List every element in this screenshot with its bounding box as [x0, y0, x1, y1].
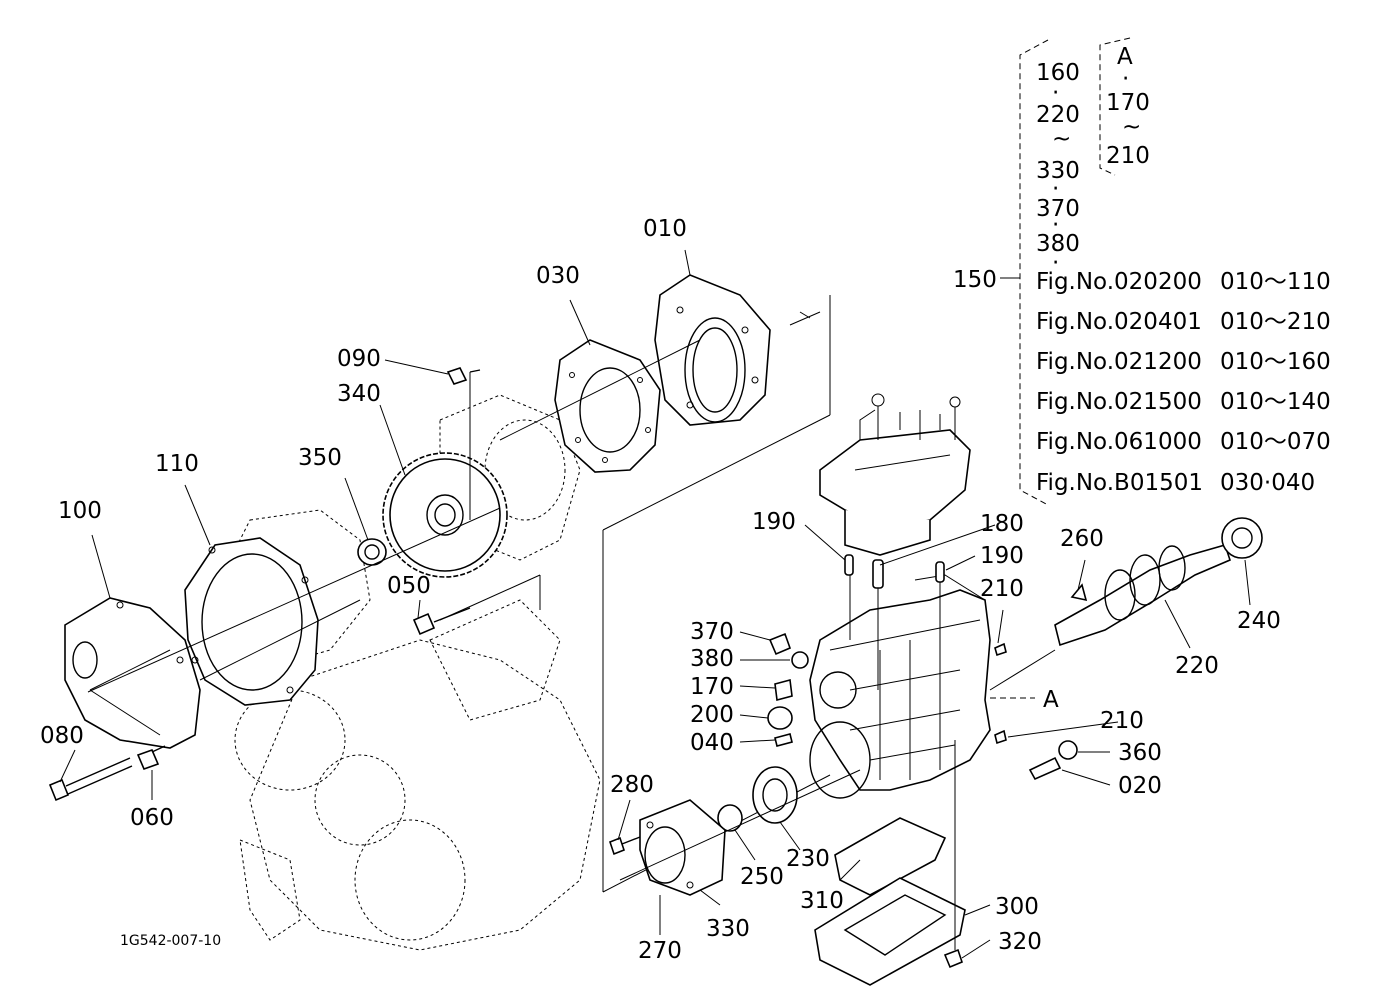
pump-housing-main: [809, 574, 991, 799]
callout-080: 080: [40, 723, 84, 749]
fig-range-1: 010～110: [1220, 269, 1331, 295]
bolt-090: [446, 367, 481, 385]
kit-dot-3: ·: [1052, 212, 1059, 238]
leader-lines: [59, 249, 1251, 959]
callout-180: 180: [980, 511, 1024, 537]
callout-210-upper: 210: [980, 576, 1024, 602]
drawing-code: 1G542-007-10: [120, 933, 221, 949]
bolt-080: [48, 757, 133, 802]
fig-range-4: 010～140: [1220, 389, 1331, 415]
bolt-060: [136, 745, 166, 771]
callout-190-upper: 190: [752, 509, 796, 535]
part-240-bearing: [1221, 517, 1263, 559]
callout-030: 030: [536, 263, 580, 289]
callout-230: 230: [786, 846, 830, 872]
kit-item-370: 370: [1036, 196, 1080, 222]
kit-item-160: 160: [1036, 60, 1080, 86]
fig-range-5: 010～070: [1220, 429, 1331, 455]
kit-tilde-1: ~: [1052, 126, 1071, 152]
callout-190-lower: 190: [980, 543, 1024, 569]
kit-sub-dot: ·: [1122, 66, 1129, 92]
kit-item-380: 380: [1036, 231, 1080, 257]
fig-ref-3: Fig.No.021200: [1036, 349, 1202, 375]
fig-range-6: 030·040: [1220, 470, 1315, 496]
kit-sub-210: 210: [1106, 143, 1150, 169]
part-230-bearing: [752, 766, 798, 824]
fig-ref-4: Fig.No.021500: [1036, 389, 1202, 415]
callout-280: 280: [610, 772, 654, 798]
part-300-cover: [814, 877, 966, 986]
kit-dot-1: ·: [1052, 80, 1059, 106]
callout-200: 200: [690, 702, 734, 728]
bolt-280: [609, 836, 641, 856]
kit-sub-tilde: ~: [1122, 114, 1141, 140]
callout-380: 380: [690, 646, 734, 672]
callout-A: A: [1043, 687, 1059, 713]
centre-line-shaft: [619, 769, 861, 881]
bolt-320: [943, 740, 963, 969]
callout-150: 150: [953, 267, 997, 293]
callout-060: 060: [130, 805, 174, 831]
part-340-gear: [382, 452, 508, 578]
fig-ref-6: Fig.No.B01501: [1036, 470, 1203, 496]
fig-ref-2: Fig.No.020401: [1036, 309, 1202, 335]
figure-reference-list: Fig.No.020200 010～110 Fig.No.020401 010～…: [1036, 269, 1331, 496]
callout-300: 300: [995, 894, 1039, 920]
callout-270: 270: [638, 938, 682, 964]
callout-320: 320: [998, 929, 1042, 955]
part-110-gasket: [184, 537, 319, 706]
callout-100: 100: [58, 498, 102, 524]
fig-ref-5: Fig.No.061000: [1036, 429, 1202, 455]
callout-170: 170: [690, 674, 734, 700]
part-100-housing: [64, 597, 201, 749]
part-270-flange: [639, 799, 726, 896]
callout-020: 020: [1118, 773, 1162, 799]
callout-110: 110: [155, 451, 199, 477]
part-010-cover: [654, 274, 771, 426]
bolt-050: [412, 607, 471, 636]
kit-contents: 160 · 220 ~ 330 · 370 · 380 · A · 170 ~ …: [1036, 44, 1150, 276]
callout-010: 010: [643, 216, 687, 242]
kit-item-330: 330: [1036, 158, 1080, 184]
kit-sub-170: 170: [1106, 90, 1150, 116]
callout-040: 040: [690, 730, 734, 756]
kit-item-220: 220: [1036, 102, 1080, 128]
callout-310: 310: [800, 888, 844, 914]
kit-sub-A: A: [1117, 44, 1133, 70]
kit-dot-2: ·: [1052, 176, 1059, 202]
callout-360: 360: [1118, 740, 1162, 766]
kit-dot-4: ·: [1052, 250, 1059, 276]
part-030-gasket: [554, 339, 661, 473]
callout-220-part: 220: [1175, 653, 1219, 679]
callout-250: 250: [740, 864, 784, 890]
fig-ref-1: Fig.No.020200: [1036, 269, 1202, 295]
fig-range-2: 010～210: [1220, 309, 1331, 335]
callout-340: 340: [337, 381, 381, 407]
centre-lines-left: [87, 339, 701, 693]
callout-210-lower: 210: [1100, 708, 1144, 734]
callout-330: 330: [706, 916, 750, 942]
callout-260: 260: [1060, 526, 1104, 552]
kit-bracket: [1019, 37, 1131, 506]
pump-housing-upper: [819, 393, 971, 556]
callout-350: 350: [298, 445, 342, 471]
part-220-camshaft: [989, 534, 1261, 691]
part-260-key: [1070, 583, 1088, 602]
callout-090: 090: [337, 346, 381, 372]
small-parts: [767, 554, 1078, 781]
callout-370: 370: [690, 619, 734, 645]
callout-240: 240: [1237, 608, 1281, 634]
part-250-ring: [717, 804, 743, 832]
callout-050: 050: [387, 573, 431, 599]
fig-range-3: 010～160: [1220, 349, 1331, 375]
callout-labels: 010 030 090 340 350 110 100 050 080 060 …: [40, 216, 1281, 964]
